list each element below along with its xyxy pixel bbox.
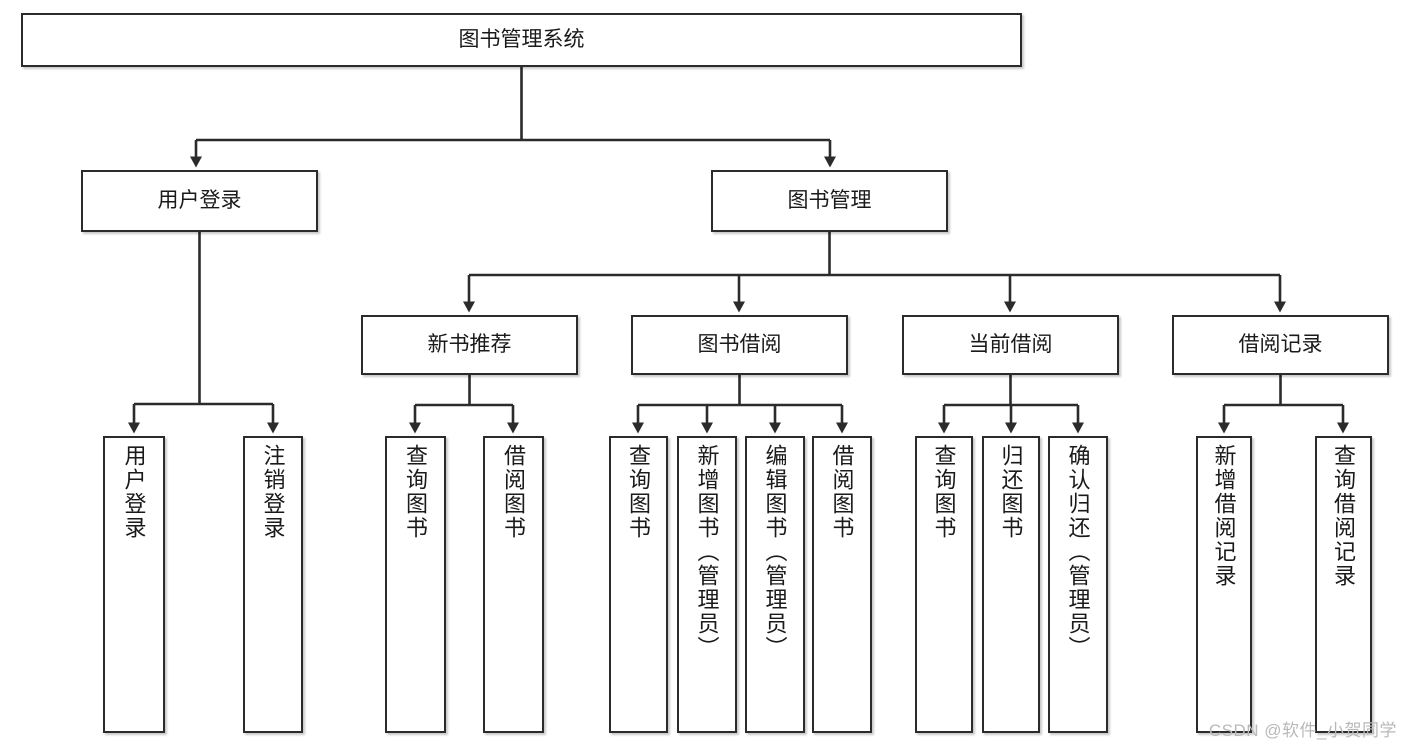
leaf-logout[interactable]: 注销登录 xyxy=(243,436,303,733)
leaf-newbook-borrow-book[interactable]: 借阅图书 xyxy=(483,436,544,733)
node-new-book-recommend-label: 新书推荐 xyxy=(427,332,512,356)
leaf-newbook-borrow-book-label: 借阅图书 xyxy=(501,444,527,540)
node-new-book-recommend[interactable]: 新书推荐 xyxy=(361,315,578,375)
leaf-logout-label: 注销登录 xyxy=(260,444,286,540)
leaf-borrow-book[interactable]: 借阅图书 xyxy=(812,436,872,733)
leaf-add-borrow-record[interactable]: 新增借阅记录 xyxy=(1196,436,1252,733)
leaf-user-login-label: 用户登录 xyxy=(121,444,147,540)
leaf-current-query-book-label: 查询图书 xyxy=(931,444,957,540)
leaf-newbook-query-book[interactable]: 查询图书 xyxy=(385,436,446,733)
leaf-add-borrow-record-label: 新增借阅记录 xyxy=(1211,444,1237,588)
node-book-borrow[interactable]: 图书借阅 xyxy=(631,315,848,375)
leaf-query-borrow-record[interactable]: 查询借阅记录 xyxy=(1315,436,1372,733)
node-root[interactable]: 图书管理系统 xyxy=(21,13,1022,67)
node-borrow-records[interactable]: 借阅记录 xyxy=(1172,315,1389,375)
leaf-edit-book-admin[interactable]: 编辑图书（管理员） xyxy=(745,436,805,733)
leaf-query-borrow-record-label: 查询借阅记录 xyxy=(1331,444,1357,588)
node-user-login[interactable]: 用户登录 xyxy=(81,170,318,232)
node-current-borrow[interactable]: 当前借阅 xyxy=(902,315,1119,375)
node-book-management[interactable]: 图书管理 xyxy=(711,170,948,232)
node-book-borrow-label: 图书借阅 xyxy=(697,332,782,356)
leaf-current-query-book[interactable]: 查询图书 xyxy=(915,436,973,733)
leaf-edit-book-admin-label: 编辑图书（管理员） xyxy=(762,444,788,660)
node-current-borrow-label: 当前借阅 xyxy=(968,332,1053,356)
leaf-confirm-return-admin-label: 确认归还（管理员） xyxy=(1065,444,1091,660)
leaf-borrow-book-label: 借阅图书 xyxy=(829,444,855,540)
leaf-user-login[interactable]: 用户登录 xyxy=(103,436,165,733)
node-root-label: 图书管理系统 xyxy=(458,27,585,51)
leaf-borrow-query-book-label: 查询图书 xyxy=(626,444,652,540)
csdn-watermark: CSDN @软件_小贺同学 xyxy=(1208,721,1397,740)
leaf-add-book-admin-label: 新增图书（管理员） xyxy=(694,444,720,660)
leaf-borrow-query-book[interactable]: 查询图书 xyxy=(609,436,668,733)
leaf-newbook-query-book-label: 查询图书 xyxy=(403,444,429,540)
node-book-management-label: 图书管理 xyxy=(787,188,872,212)
node-user-login-label: 用户登录 xyxy=(157,188,242,212)
leaf-confirm-return-admin[interactable]: 确认归还（管理员） xyxy=(1048,436,1108,733)
leaf-return-book[interactable]: 归还图书 xyxy=(982,436,1040,733)
leaf-return-book-label: 归还图书 xyxy=(998,444,1024,540)
leaf-add-book-admin[interactable]: 新增图书（管理员） xyxy=(677,436,737,733)
node-borrow-records-label: 借阅记录 xyxy=(1238,332,1323,356)
